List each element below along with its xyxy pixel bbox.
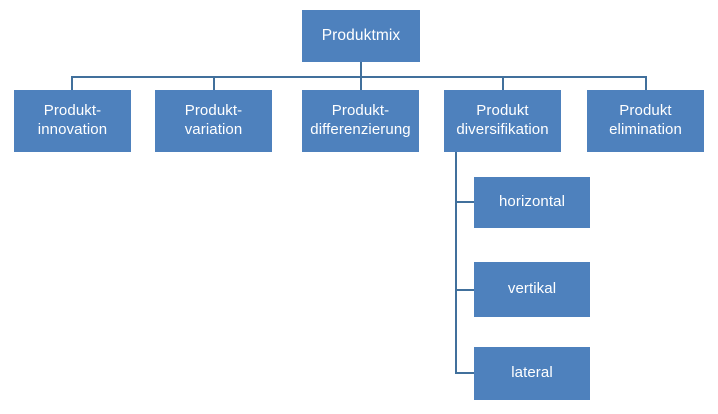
connector-drop-produkt-differenzierung bbox=[360, 76, 362, 91]
node-produkt-variation[interactable]: Produkt- variation bbox=[155, 90, 272, 152]
node-produkt-differenzierung[interactable]: Produkt- differenzierung bbox=[302, 90, 419, 152]
connector-drop-produkt-variation bbox=[213, 76, 215, 91]
node-produkt-innovation[interactable]: Produkt- innovation bbox=[14, 90, 131, 152]
node-lateral[interactable]: lateral bbox=[474, 347, 590, 400]
connector-root-stem bbox=[360, 62, 362, 77]
connector-stub-vertikal bbox=[455, 289, 474, 291]
node-produktmix[interactable]: Produktmix bbox=[302, 10, 420, 62]
node-vertikal[interactable]: vertikal bbox=[474, 262, 590, 317]
connector-drop-produkt-diversifikation bbox=[502, 76, 504, 91]
connector-stub-lateral bbox=[455, 372, 474, 374]
connector-level3-trunk bbox=[455, 152, 457, 373]
node-horizontal[interactable]: horizontal bbox=[474, 177, 590, 228]
node-produkt-elimination[interactable]: Produkt elimination bbox=[587, 90, 704, 152]
node-produkt-diversifikation[interactable]: Produkt diversifikation bbox=[444, 90, 561, 152]
connector-level2-bus bbox=[71, 76, 646, 78]
connector-stub-horizontal bbox=[455, 201, 474, 203]
connector-drop-produkt-elimination bbox=[645, 76, 647, 91]
connector-drop-produkt-innovation bbox=[71, 76, 73, 91]
